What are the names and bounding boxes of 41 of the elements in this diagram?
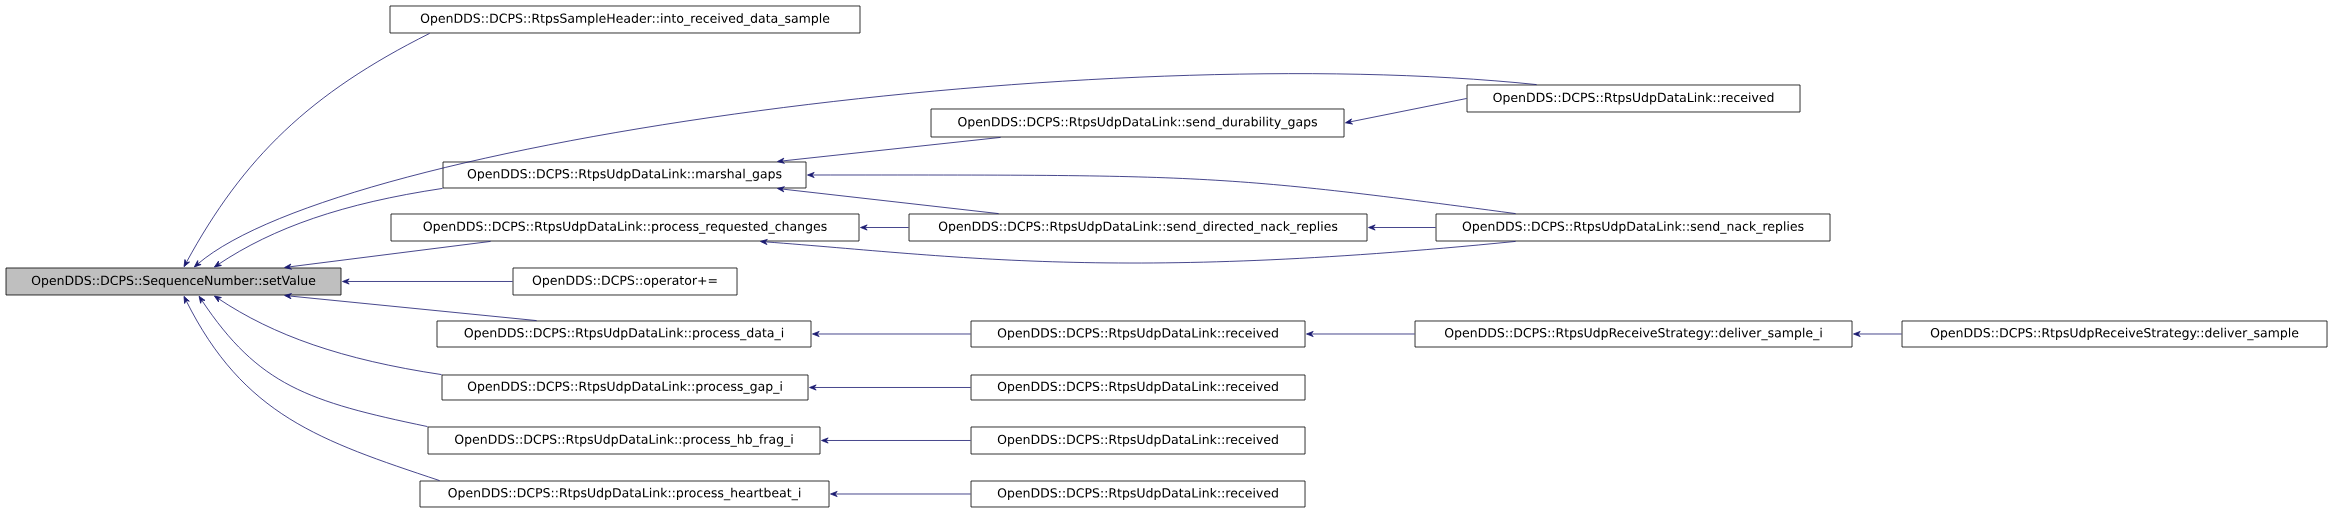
arrow (812, 331, 971, 337)
function-box: OpenDDS::DCPS::RtpsUdpDataLink::marshal_gaps (442, 161, 807, 189)
arrow (807, 172, 1516, 214)
arrow (214, 188, 443, 268)
function-box: OpenDDS::DCPS::RtpsUdpDataLink::received (970, 426, 1306, 455)
arrow (183, 33, 430, 268)
arrow (183, 296, 440, 481)
arrow (1306, 331, 1415, 337)
arrow (777, 186, 999, 214)
arrow (830, 491, 971, 497)
function-box: OpenDDS::DCPS::operator+= (512, 267, 738, 296)
arrow (284, 241, 491, 270)
arrow (777, 137, 1001, 164)
function-box: OpenDDS::DCPS::SequenceNumber::setValue (5, 267, 342, 296)
function-box: OpenDDS::DCPS::RtpsUdpDataLink::received (970, 480, 1306, 508)
function-box: OpenDDS::DCPS::RtpsUdpDataLink::send_nack_replies (1435, 213, 1831, 242)
arrow (284, 293, 537, 321)
arrow (821, 437, 971, 444)
arrow (193, 73, 1537, 268)
function-box: OpenDDS::DCPS::RtpsUdpReceiveStrategy::deliver_sample_i (1414, 320, 1853, 348)
arrow (342, 278, 513, 285)
arrow (760, 239, 1516, 264)
function-box: OpenDDS::DCPS::RtpsUdpDataLink::send_directed_nack_replies (908, 213, 1368, 242)
function-box: OpenDDS::DCPS::RtpsUdpDataLink::received (1466, 84, 1801, 113)
function-box: OpenDDS::DCPS::RtpsUdpDataLink::send_durability_gaps (930, 108, 1345, 138)
arrow (809, 384, 971, 391)
function-box: OpenDDS::DCPS::RtpsUdpDataLink::process_heartbeat_i (419, 480, 830, 508)
function-box: OpenDDS::DCPS::RtpsUdpDataLink::received (970, 320, 1306, 348)
function-box: OpenDDS::DCPS::RtpsUdpDataLink::process_data_i (436, 320, 812, 348)
arrow (1853, 331, 1902, 337)
function-box: OpenDDS::DCPS::RtpsUdpDataLink::process_gap_i (441, 374, 809, 401)
arrow (198, 295, 428, 427)
arrow (1345, 98, 1467, 125)
arrow (1368, 224, 1436, 231)
function-box: OpenDDS::DCPS::RtpsSampleHeader::into_received_data_sample (389, 5, 861, 34)
function-box: OpenDDS::DCPS::RtpsUdpDataLink::received (970, 374, 1306, 401)
function-box: OpenDDS::DCPS::RtpsUdpDataLink::process_requested_changes (390, 213, 860, 242)
function-box: OpenDDS::DCPS::RtpsUdpDataLink::process_hb_frag_i (427, 426, 821, 455)
function-box: OpenDDS::DCPS::RtpsUdpReceiveStrategy::deliver_sample (1901, 320, 2328, 348)
arrow (214, 295, 442, 375)
arrow (860, 224, 909, 231)
